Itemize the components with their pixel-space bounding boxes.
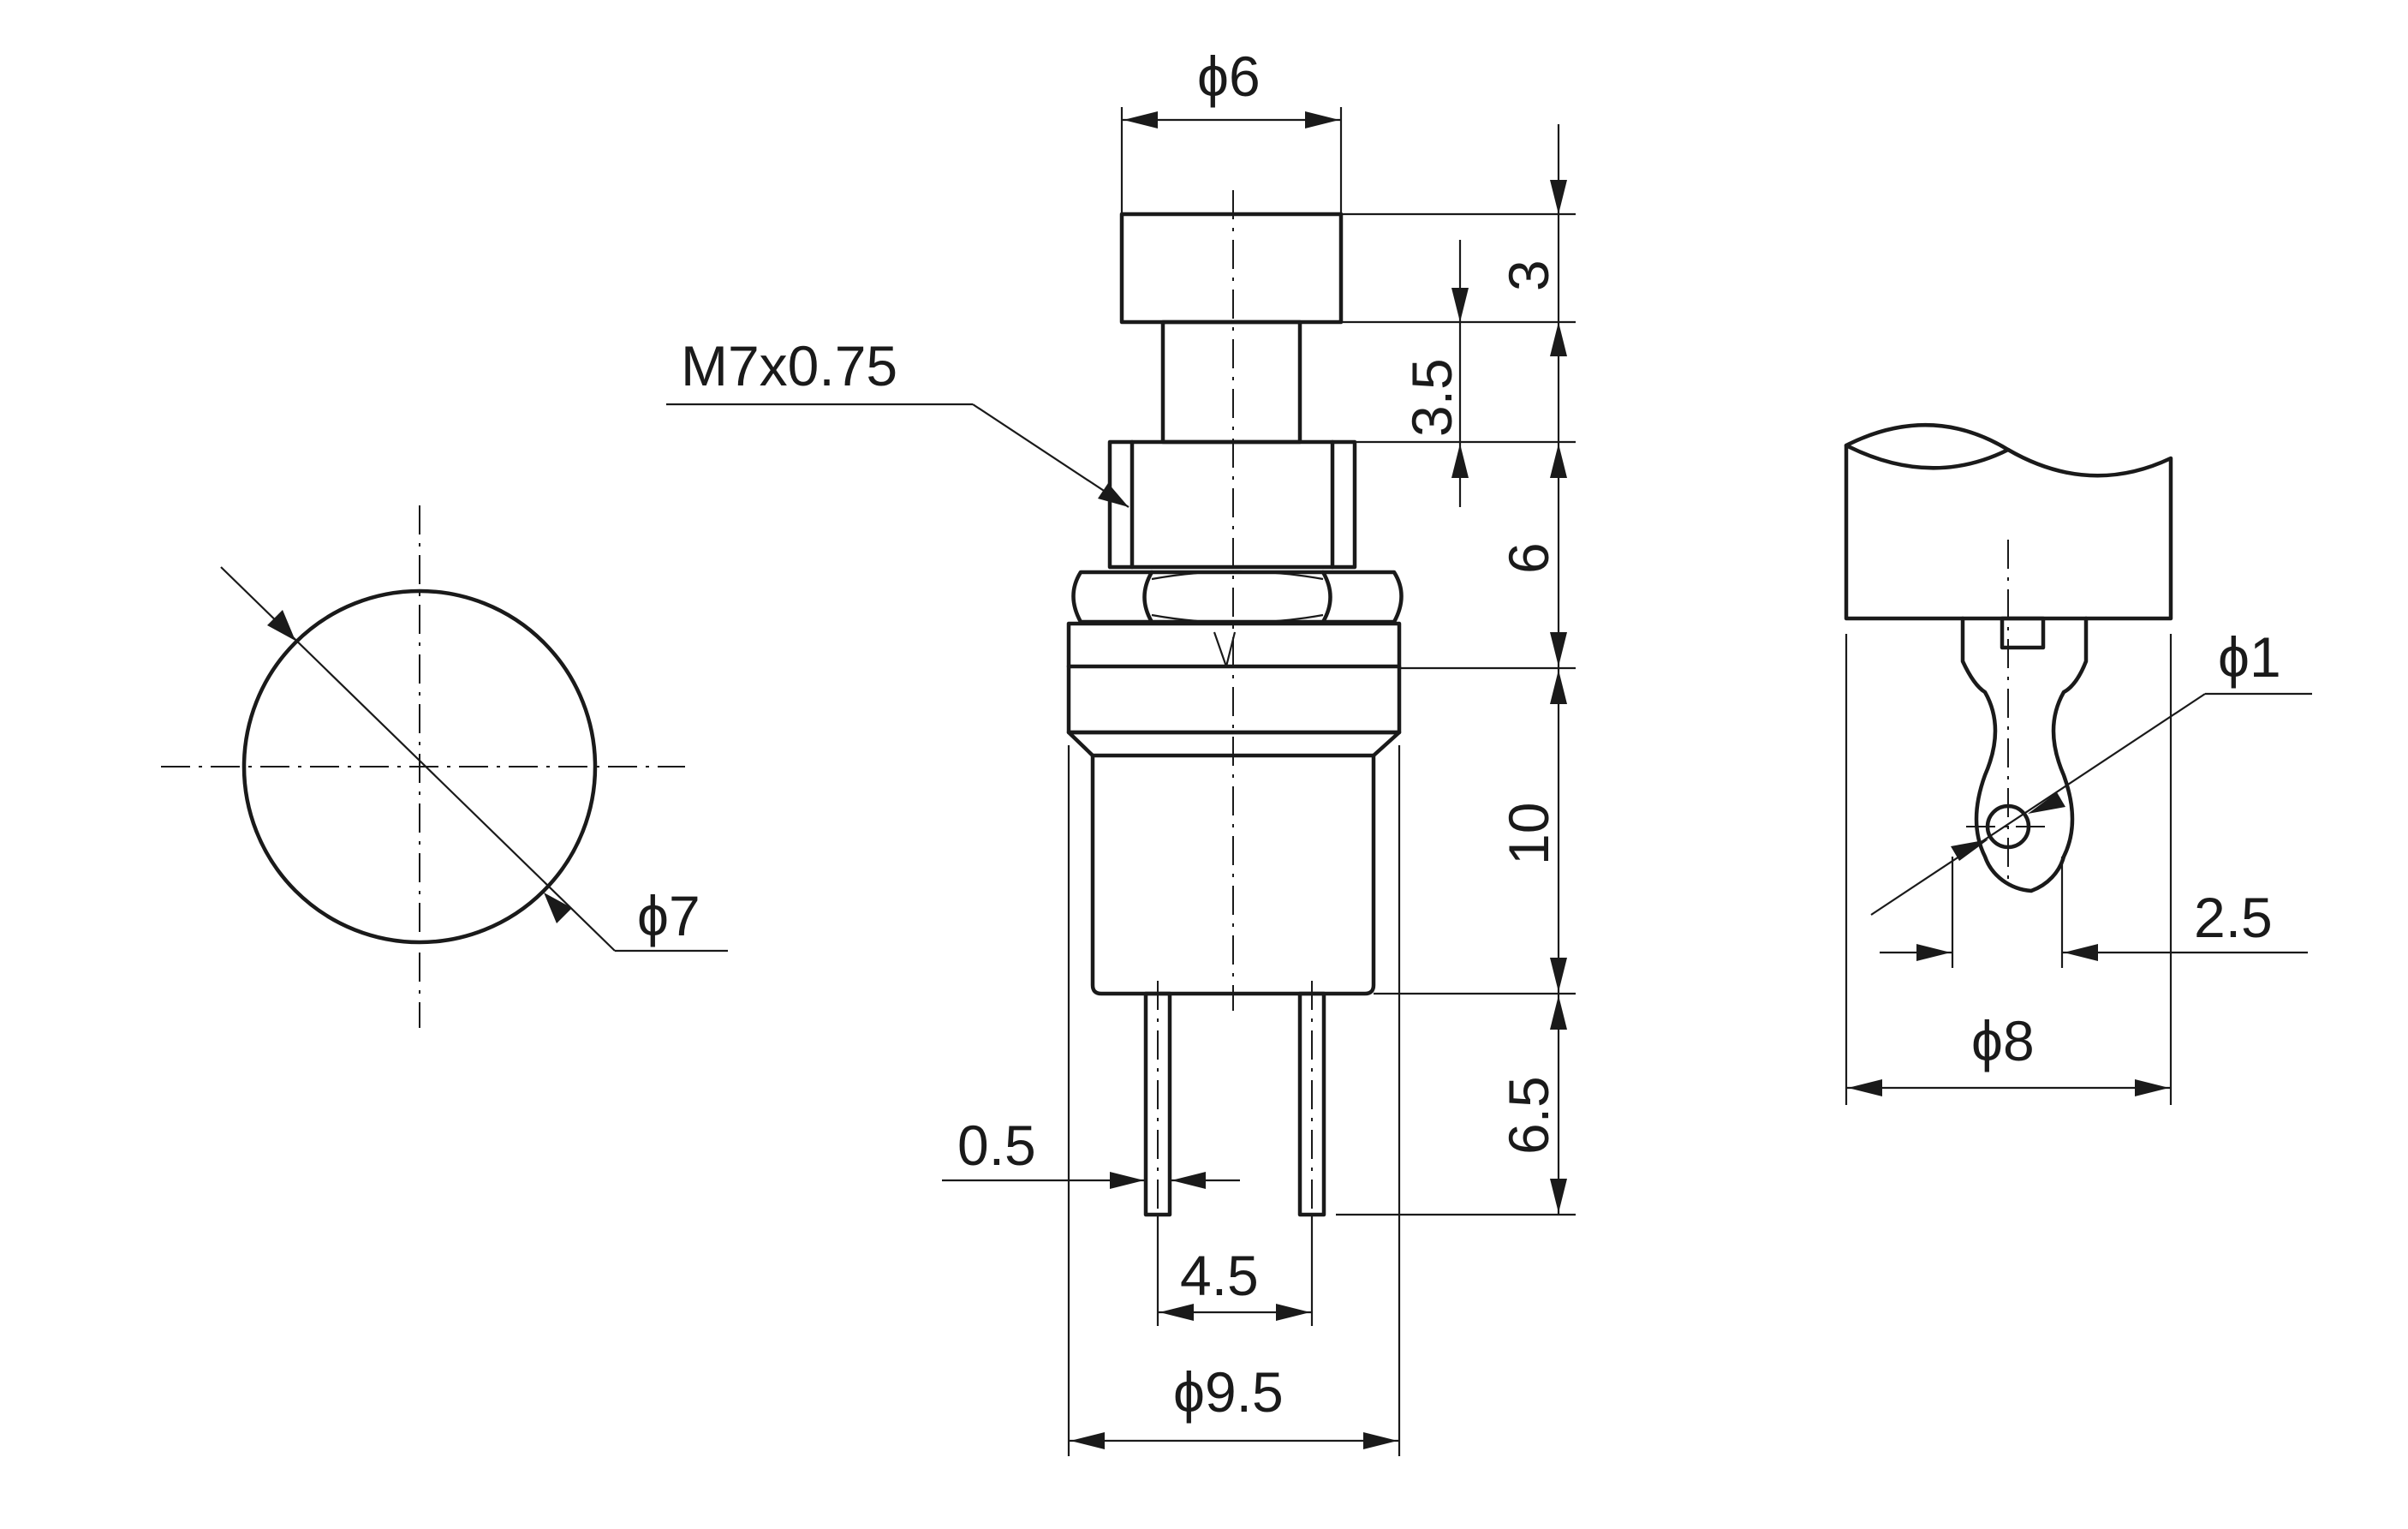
dim-phi8: ϕ8 [1971,1009,2035,1072]
dim-6-5: 6.5 [1497,1076,1560,1155]
hex-nut [1071,570,1404,624]
dim-0-5: 0.5 [957,1114,1036,1177]
dim-3: 3 [1497,260,1560,291]
dim-3-5: 3.5 [1400,358,1463,437]
dim-thread: M7x0.75 [681,334,897,397]
dim-4-5: 4.5 [1180,1244,1259,1307]
dim-phi6: ϕ6 [1197,45,1261,108]
switch-body [1066,730,1402,996]
dim-phi7: ϕ7 [637,884,700,947]
front-view: ϕ7 [161,505,728,1028]
button-cap [1119,212,1344,325]
dim-phi9-5: ϕ9.5 [1173,1360,1284,1424]
dim-6: 6 [1497,542,1560,574]
dim-10: 10 [1497,803,1560,865]
side-view: ϕ6 M7x0.75 3 6 10 6.5 3.5 [666,45,1576,1456]
lug-slot [2000,616,2046,650]
plunger [1160,320,1302,445]
dim-phi1: ϕ1 [2218,625,2281,689]
terminal-lug [1960,616,2089,893]
dim-2-5: 2.5 [2194,886,2273,949]
terminal-detail-view: ϕ1 2.5 ϕ8 [1844,422,2312,1105]
